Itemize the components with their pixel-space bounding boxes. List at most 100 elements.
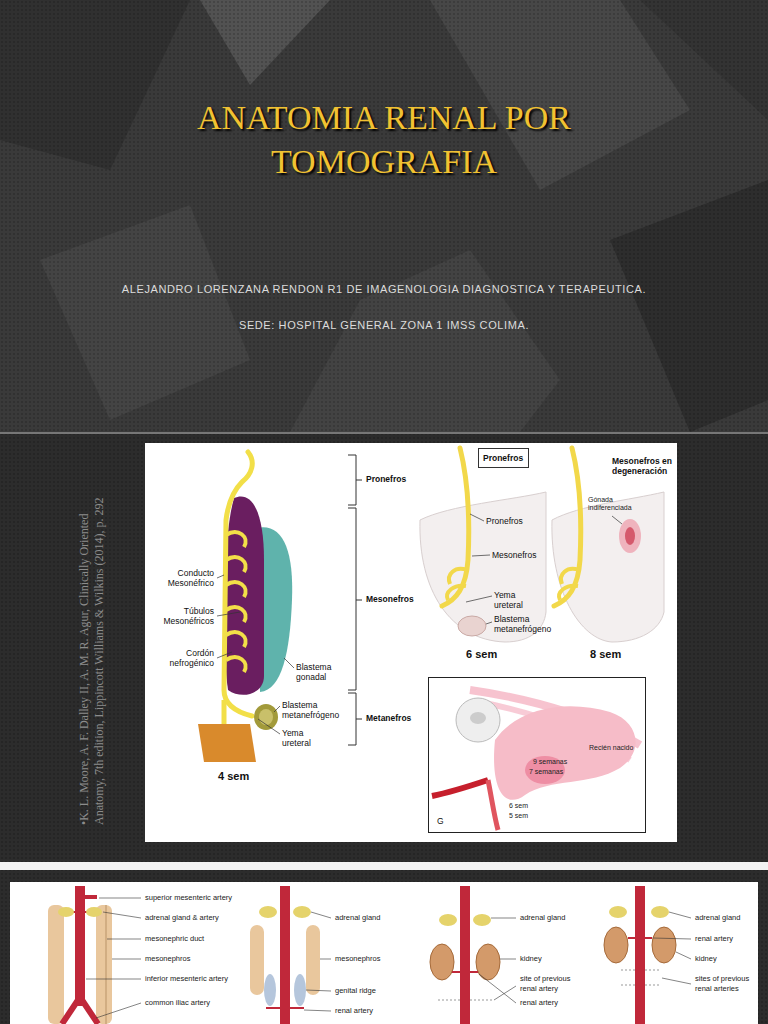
vessel-label: mesonephros bbox=[335, 954, 380, 964]
embryo-6-weeks-part bbox=[442, 448, 469, 606]
part-label: Blastema metanefrógeno bbox=[282, 700, 346, 720]
vessel-label: renal artery bbox=[520, 998, 558, 1008]
vessel-label: adrenal gland bbox=[335, 913, 380, 923]
vascular-figure-2-part-part bbox=[311, 912, 331, 918]
slide-background-part bbox=[0, 434, 768, 862]
vascular-figure-2-part bbox=[293, 906, 311, 918]
vascular-figure-2-part-part bbox=[304, 1010, 331, 1011]
vascular-figure-3-part bbox=[473, 914, 491, 926]
part-label: Yema ureteral bbox=[282, 728, 332, 748]
bracket-label: Pronefros bbox=[366, 474, 406, 484]
part-label: Gónada indiferenciada bbox=[588, 496, 640, 512]
slide-background-part bbox=[0, 870, 768, 1024]
embryo-4-weeks-part bbox=[224, 496, 264, 694]
stage-brackets-part bbox=[348, 508, 362, 690]
embryo-4-weeks-part bbox=[224, 452, 252, 716]
vascular-figure-1-part bbox=[105, 905, 107, 1024]
vascular-figure-3-part-part bbox=[500, 959, 516, 960]
vascular-figure-1-part bbox=[86, 907, 102, 917]
vascular-figure-2-part-part bbox=[320, 959, 331, 960]
bracket-label: Metanefros bbox=[366, 713, 411, 723]
embryo-6-weeks-part-part bbox=[470, 514, 484, 521]
slide-background-part bbox=[0, 432, 768, 434]
vascular-figure-3-part bbox=[479, 918, 516, 1003]
bracket-label: Mesonefros bbox=[366, 594, 414, 604]
inset-ascent-figure-part bbox=[470, 712, 486, 724]
embryo-6-weeks-part bbox=[458, 616, 486, 636]
stage-brackets-part bbox=[348, 693, 362, 745]
vascular-figure-2-part bbox=[294, 974, 306, 1006]
embryo-4-weeks-part bbox=[226, 632, 246, 647]
embryo-6-weeks-part-part bbox=[466, 596, 492, 602]
embryo-8-weeks-part bbox=[552, 492, 664, 642]
vessel-label: genital ridge bbox=[335, 986, 376, 996]
part-label: Blastema metanefrógeno bbox=[494, 614, 556, 634]
vessel-label: renal artery bbox=[335, 1006, 373, 1016]
vascular-figure-4-part-part bbox=[662, 978, 691, 984]
vascular-figure-1-part-part bbox=[103, 912, 141, 918]
stage-label: 8 sem bbox=[590, 648, 621, 661]
vessel-label: common iliac artery bbox=[145, 998, 210, 1008]
embryo-4-weeks-part-part bbox=[217, 652, 232, 658]
vascular-figure-4-part bbox=[620, 970, 660, 985]
vascular-figure-1-part-part bbox=[86, 979, 141, 980]
vascular-figure-2-part bbox=[250, 925, 264, 995]
vascular-figure-4-part bbox=[604, 927, 628, 963]
vascular-figure-3-part bbox=[439, 914, 457, 926]
vascular-figure-1-part bbox=[48, 905, 64, 1024]
embryo-8-weeks-part bbox=[625, 527, 635, 545]
vascular-figure-1-part bbox=[86, 898, 141, 1018]
vessel-label: kidney bbox=[520, 954, 542, 964]
part-label: Blastema gonadal bbox=[296, 662, 340, 682]
vascular-figure-1-part bbox=[85, 895, 97, 899]
vascular-figure-4-part-part bbox=[669, 912, 691, 918]
vascular-figure-3-part-part bbox=[491, 918, 516, 919]
node-text: Pronefros bbox=[483, 453, 524, 463]
vascular-figure-4-part-part bbox=[676, 952, 691, 959]
embryo-4-weeks-part-part bbox=[274, 706, 280, 712]
embryo-4-weeks-part bbox=[222, 700, 227, 726]
vascular-figure-4-part bbox=[652, 927, 676, 963]
embryo-8-weeks-part bbox=[559, 586, 578, 600]
vascular-figure-1-part bbox=[58, 907, 74, 917]
node-text: G bbox=[437, 816, 444, 826]
vascular-figure-3-part bbox=[430, 944, 454, 980]
embryo-4-weeks-part bbox=[226, 532, 246, 547]
vascular-figure-4-part bbox=[609, 906, 627, 918]
embryo-4-weeks-part bbox=[226, 582, 246, 597]
vascular-figure-2-part bbox=[280, 886, 290, 1024]
embryo-4-weeks-part bbox=[198, 724, 256, 762]
vascular-figure-2-part bbox=[306, 925, 320, 995]
vascular-figure-4-part bbox=[651, 906, 669, 918]
part-label: Conducto Mesonéfrico bbox=[152, 568, 214, 588]
citation-note: •K. L. Moore, A. F. Dalley II, A. M. R. … bbox=[77, 465, 107, 825]
embryo-8-weeks-part bbox=[612, 516, 622, 524]
node-text: 9 semanas bbox=[533, 758, 567, 766]
vascular-figure-3 bbox=[430, 886, 516, 1024]
vascular-figure-1-part-part bbox=[96, 1003, 141, 1018]
part-label: Yema ureteral bbox=[494, 590, 534, 610]
vascular-figure-3-part-part bbox=[479, 974, 516, 1003]
embryo-6-weeks bbox=[420, 448, 546, 642]
vascular-figure-2-part-part bbox=[306, 990, 331, 991]
vascular-figure-1 bbox=[48, 886, 141, 1024]
vascular-figure-3-part bbox=[452, 971, 478, 973]
embryo-4-weeks-part bbox=[226, 607, 246, 622]
author-line: ALEJANDRO LORENZANA RENDON R1 DE IMAGENO… bbox=[120, 282, 648, 297]
embryo-4-weeks-part-part bbox=[258, 719, 280, 734]
vessel-label: adrenal gland bbox=[520, 913, 565, 923]
stage-brackets-part bbox=[348, 455, 362, 505]
embryo-6-weeks-part bbox=[449, 569, 467, 584]
vessel-label: kidney bbox=[695, 954, 717, 964]
stage-label: 6 sem bbox=[466, 648, 497, 661]
vessel-label: adrenal gland bbox=[695, 913, 740, 923]
slide-background-part bbox=[0, 434, 768, 862]
embryo-4-weeks-part-part bbox=[217, 612, 240, 616]
part-label: Túbulos Mesonéfricos bbox=[152, 606, 214, 626]
vascular-figure-4-part bbox=[635, 886, 645, 1024]
embryo-6-weeks-part-part bbox=[486, 622, 492, 624]
embryo-8-weeks-part bbox=[561, 569, 579, 584]
vascular-figure-1-part-part bbox=[107, 939, 141, 940]
vascular-figure-2-part bbox=[266, 1007, 304, 1009]
inset-ascent-figure-part bbox=[432, 780, 488, 796]
